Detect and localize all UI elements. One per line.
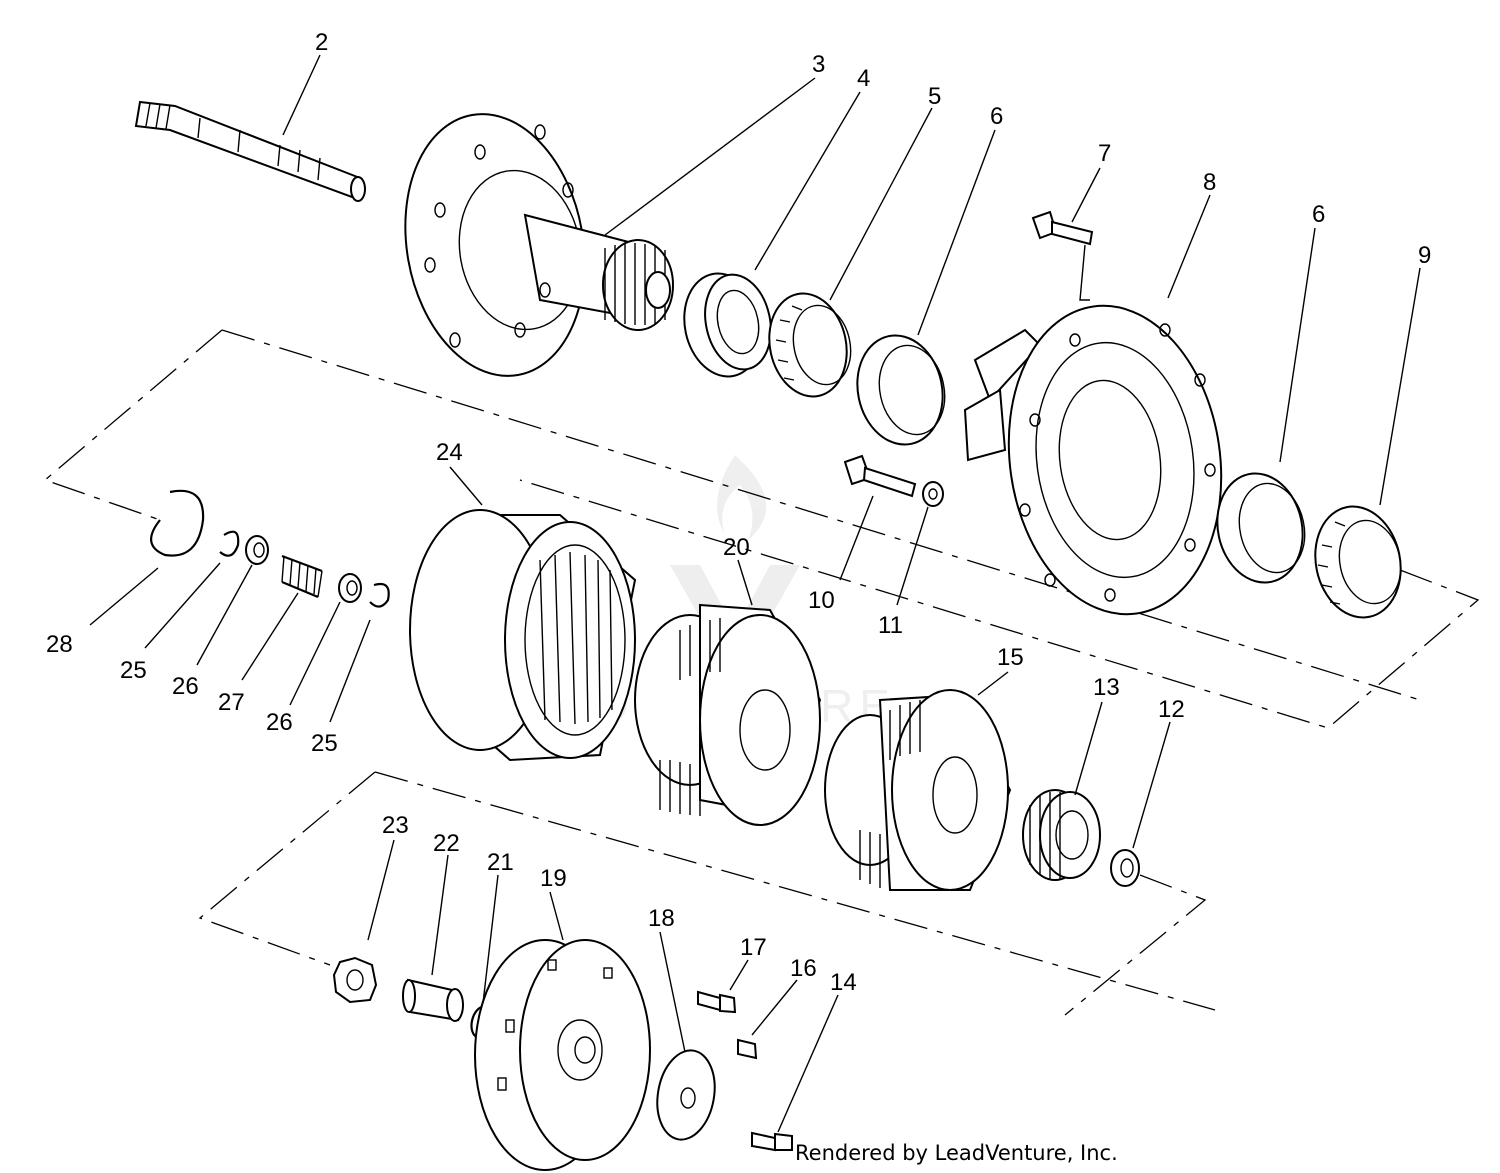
callout-9: 9 <box>1418 242 1431 269</box>
footer-credit: Rendered by LeadVenture, Inc. <box>795 1141 1118 1165</box>
part-8-hub-housing <box>963 304 1223 616</box>
part-6-bearing-cup-upper <box>856 334 946 446</box>
part-12-thrust-washer <box>1110 849 1140 887</box>
callout-11: 11 <box>878 612 903 639</box>
callout-7: 7 <box>1098 140 1111 167</box>
callout-26-left: 26 <box>172 673 199 700</box>
callout-25-left: 25 <box>120 657 147 684</box>
callout-labels: 2 3 4 5 6 7 8 6 9 24 20 10 11 15 13 12 2… <box>46 29 1431 996</box>
callout-17: 17 <box>740 934 767 961</box>
part-26-washer-left <box>245 535 269 565</box>
callout-15: 15 <box>997 644 1024 671</box>
phantom-lines <box>43 329 1480 1016</box>
part-15-planet-carrier <box>824 689 1012 891</box>
callout-6-upper: 6 <box>990 103 1003 130</box>
callout-20: 20 <box>723 534 750 561</box>
watermark-logo <box>670 455 800 680</box>
callout-24: 24 <box>436 439 463 466</box>
part-11-washer <box>922 481 944 507</box>
part-9-bearing-cone <box>1314 505 1402 619</box>
part-26-washer-right <box>338 573 362 603</box>
callout-18: 18 <box>648 905 675 932</box>
part-18-thrust-plate <box>656 1049 716 1141</box>
callout-19: 19 <box>540 865 567 892</box>
part-24-ring-gear <box>409 509 637 762</box>
part-7-bolt <box>1031 210 1094 301</box>
callout-10: 10 <box>808 587 835 614</box>
part-25-clip-right <box>369 582 390 608</box>
leader-lines <box>89 54 1421 1133</box>
callout-28: 28 <box>46 631 73 658</box>
callout-3: 3 <box>812 51 825 78</box>
callout-6-lower: 6 <box>1312 201 1325 228</box>
callout-5: 5 <box>928 83 941 110</box>
callout-25-right: 25 <box>311 730 338 757</box>
callout-23: 23 <box>382 812 409 839</box>
part-27-spring <box>281 554 323 599</box>
part-25-clip-left <box>219 530 240 557</box>
part-17-screw <box>697 990 737 1014</box>
callout-13: 13 <box>1093 674 1120 701</box>
part-4-bearing <box>683 272 772 378</box>
part-19-end-cover <box>474 939 651 1171</box>
callout-14: 14 <box>830 969 857 996</box>
part-20-planet-carrier <box>634 603 822 826</box>
part-14-bolt <box>751 1131 793 1152</box>
part-16-set-screw <box>737 1038 758 1060</box>
callout-4: 4 <box>857 65 870 92</box>
part-6-bearing-cup-lower <box>1216 472 1306 584</box>
part-2-output-shaft <box>134 100 366 202</box>
callout-12: 12 <box>1158 696 1185 723</box>
callout-8: 8 <box>1203 169 1216 196</box>
part-3-wheel-hub <box>404 113 674 377</box>
callout-27: 27 <box>218 689 245 716</box>
callout-21: 21 <box>487 849 514 876</box>
callout-22: 22 <box>433 830 460 857</box>
part-10-bolt <box>843 454 917 498</box>
part-13-sun-gear <box>1022 789 1101 881</box>
callout-2: 2 <box>315 29 328 56</box>
part-5-bearing-cone <box>768 292 852 398</box>
callout-16: 16 <box>790 955 817 982</box>
part-23-lock-plate <box>332 956 378 1004</box>
part-22-pin <box>402 978 464 1022</box>
callout-26-right: 26 <box>266 709 293 736</box>
part-28-retaining-ring <box>150 489 205 557</box>
